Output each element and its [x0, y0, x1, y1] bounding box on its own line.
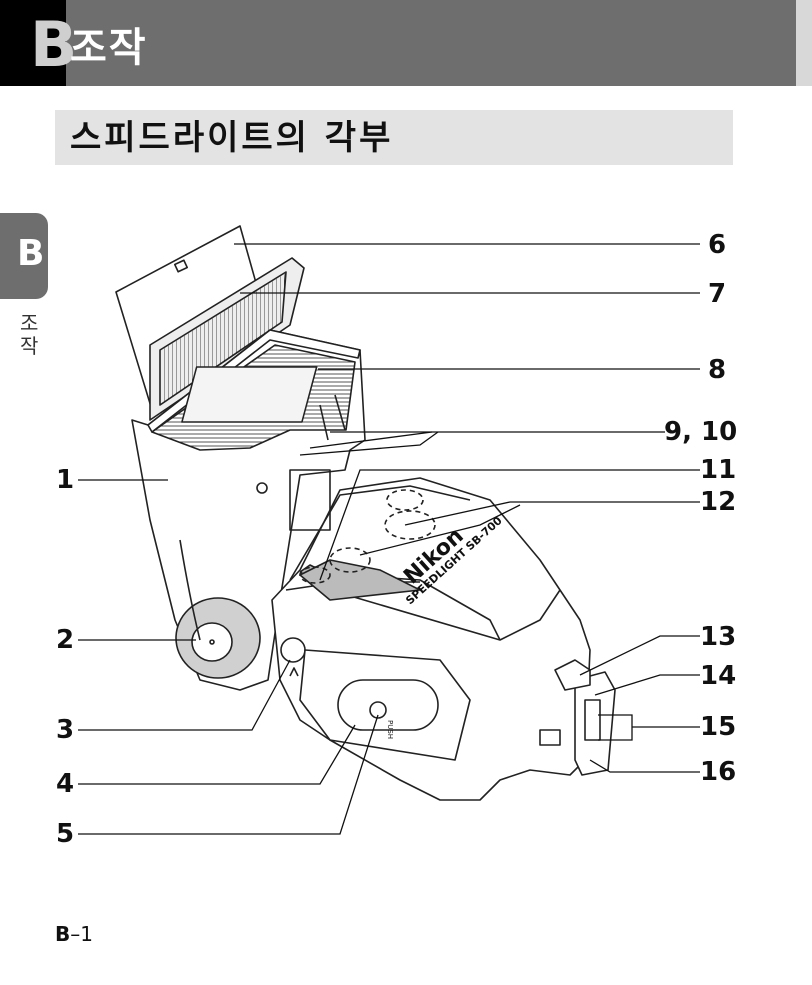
- callout-leader-lines: [78, 243, 700, 835]
- callout-label-8: 8: [708, 355, 727, 385]
- callout-label-9-10: 9, 10: [664, 417, 738, 447]
- callout-label-11: 11: [700, 455, 737, 485]
- callout-label-13: 13: [700, 622, 737, 652]
- chapter-letter: B: [30, 8, 78, 81]
- callout-label-7: 7: [708, 279, 727, 309]
- callout-label-1: 1: [56, 465, 75, 495]
- page-number-prefix: B: [55, 922, 71, 946]
- page-number-suffix: –1: [70, 922, 93, 946]
- chapter-letter-box: [0, 0, 66, 86]
- section-title-bar: [55, 110, 733, 165]
- callout-label-3: 3: [56, 715, 75, 745]
- chapter-title: 조작: [70, 25, 148, 71]
- section-title: 스피드라이트의 각부: [70, 118, 394, 158]
- side-tab-label: 조작: [20, 311, 39, 358]
- chapter-header-bar: [0, 0, 796, 86]
- callout-label-4: 4: [56, 769, 75, 799]
- callout-label-14: 14: [700, 661, 737, 691]
- side-chapter-tab[interactable]: [0, 213, 48, 299]
- callout-label-16: 16: [700, 757, 737, 787]
- callout-label-12: 12: [700, 487, 737, 517]
- callout-label-5: 5: [56, 819, 75, 849]
- push-label-text: PUSH: [386, 720, 394, 739]
- callout-label-2: 2: [56, 625, 75, 655]
- callout-label-15: 15: [700, 712, 737, 742]
- side-tab-letter: B: [17, 233, 45, 274]
- page-number: B–1: [55, 922, 93, 946]
- header-edge-strip: [796, 0, 812, 86]
- callout-label-6: 6: [708, 230, 727, 260]
